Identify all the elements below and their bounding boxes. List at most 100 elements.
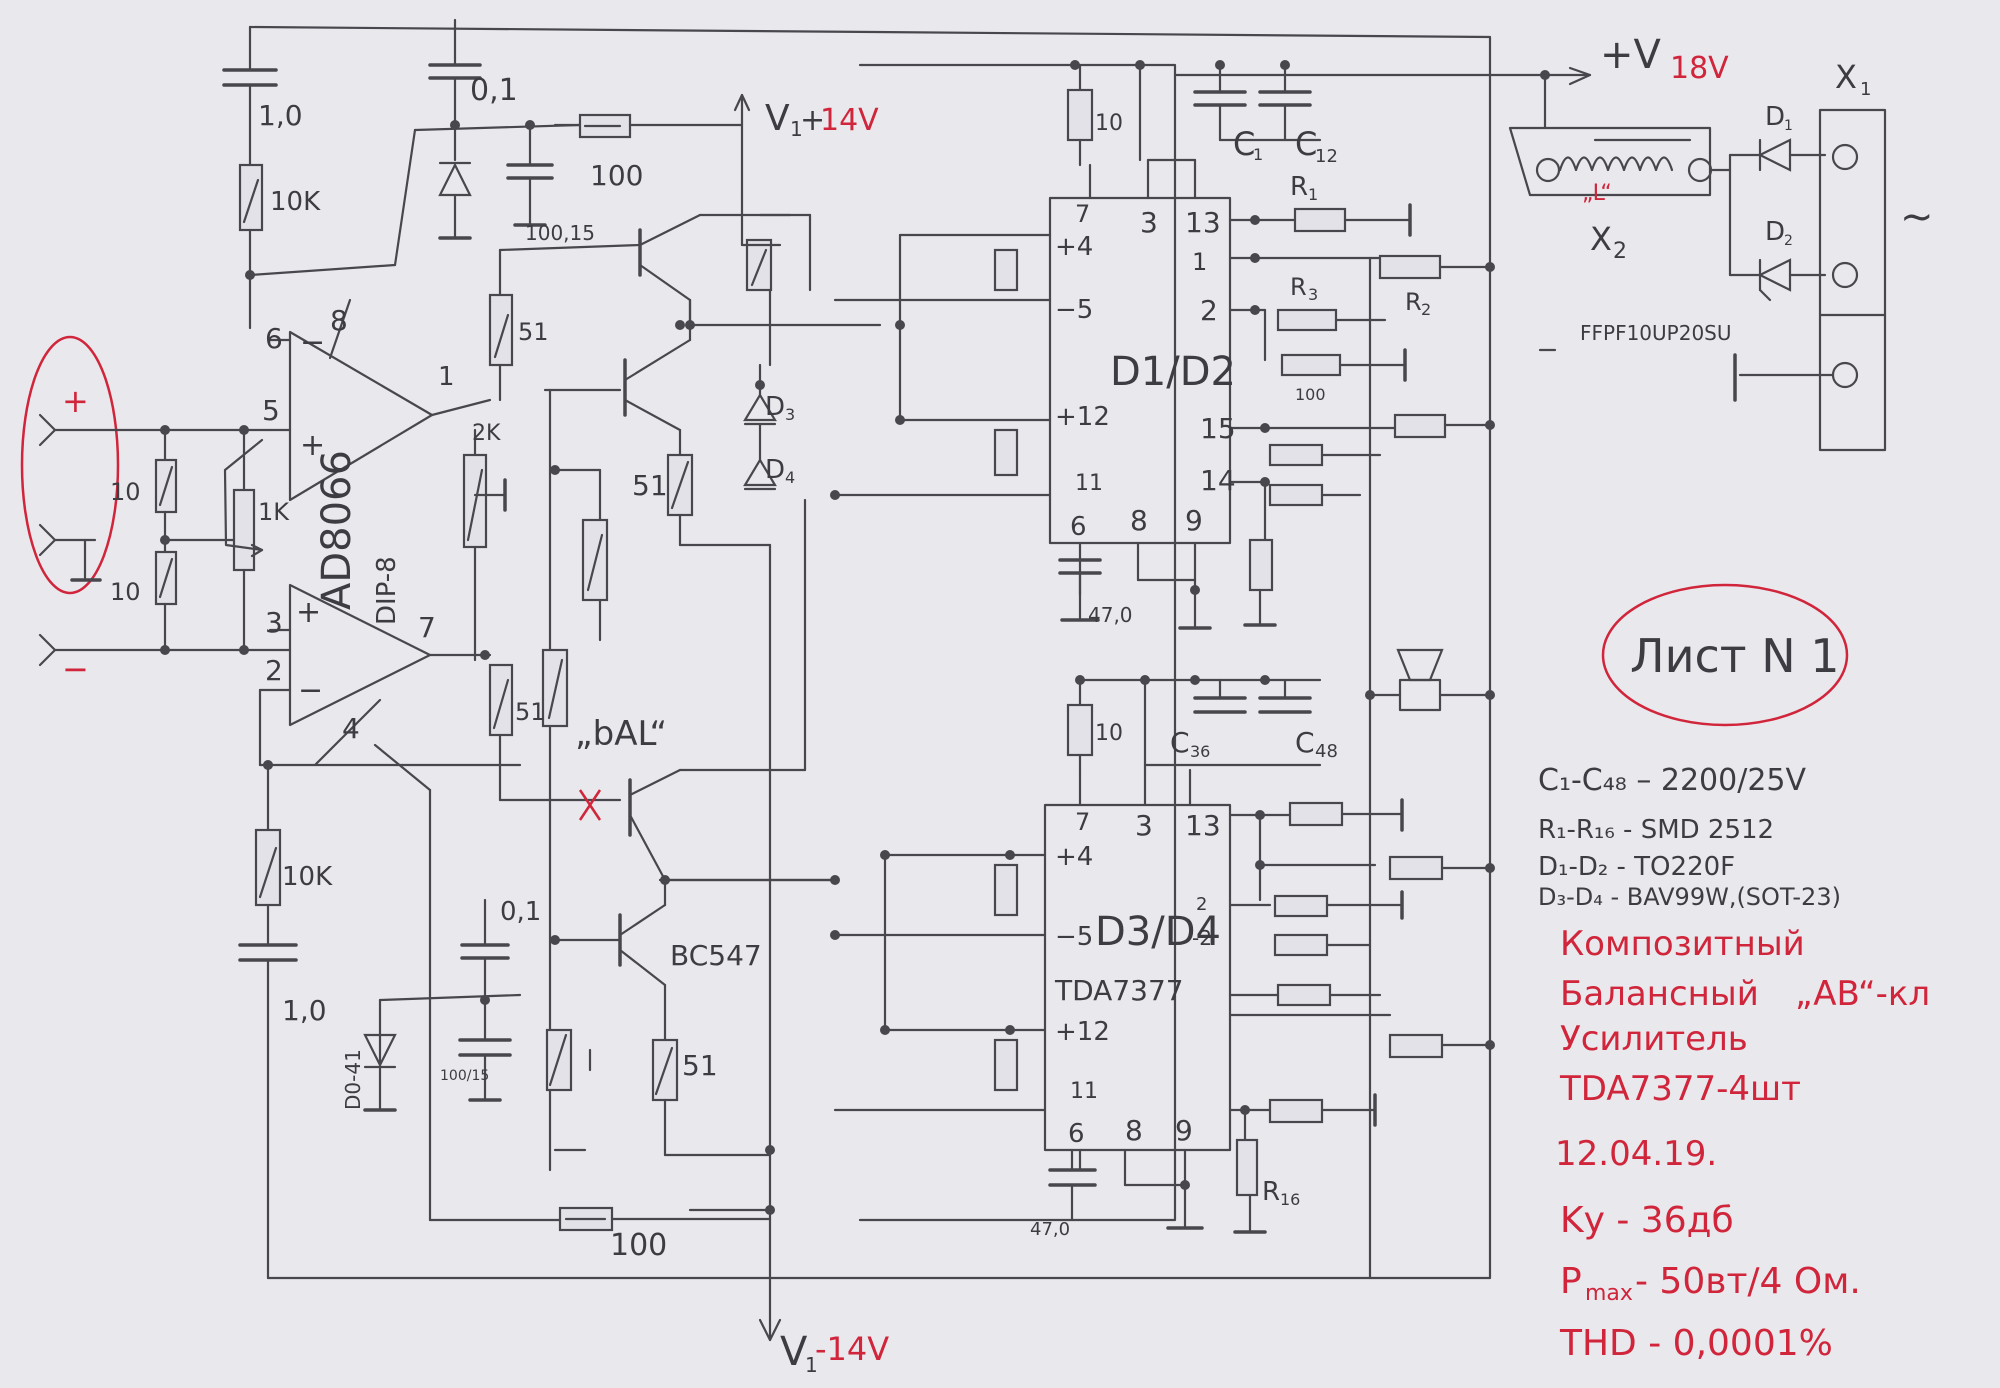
driver-stage <box>462 243 642 1172</box>
label-v1-plus-sign: + <box>800 103 825 138</box>
note-title-line1: Композитный <box>1560 924 1805 964</box>
label-ic1-pin11: 11 <box>1075 471 1103 496</box>
note-title-line2: Балансный <box>1560 974 1759 1014</box>
label-ic2-pin12: +12 <box>1055 1017 1110 1047</box>
label-x1: X <box>1835 58 1857 96</box>
label-ic2-side: 2 <box>1196 894 1207 915</box>
label-c-47-top: 47,0 <box>1088 603 1133 627</box>
label-v1-plus-sub: 1 <box>790 117 803 141</box>
top-zener-network <box>428 18 751 240</box>
notes: Лист N 1 C₁-C₄₈ – 2200/25V R₁-R₁₆ - SMD … <box>1538 629 1930 1364</box>
label-d4-sub: 4 <box>785 468 795 487</box>
label-v1-minus-value: -14V <box>815 1330 889 1368</box>
label-c-47-bot: 47,0 <box>1030 1219 1070 1240</box>
label-part-number: FFPF10UP20SU <box>1580 321 1732 345</box>
label-v1-minus: V <box>780 1329 808 1375</box>
note-title-line3: Усилитель <box>1560 1019 1748 1059</box>
label-c-01-top: 0,1 <box>470 73 518 108</box>
ic-lower-wiring <box>833 678 1322 1222</box>
note-thd: THD - 0,0001% <box>1559 1323 1833 1364</box>
label-c-100-15-bot: 100/15 <box>440 1068 489 1084</box>
label-ic2-pin7: 7 <box>1075 808 1090 836</box>
note-title-ab: „AB“-кл <box>1795 974 1930 1014</box>
label-ic1-pin6: 6 <box>1070 512 1087 542</box>
note-resistors: R₁-R₁₆ - SMD 2512 <box>1538 815 1774 845</box>
label-ic2-pin11: 11 <box>1070 1079 1098 1104</box>
note-diodes-d3-d4: D₃-D₄ - BAV99W,(SOT-23) <box>1538 883 1841 911</box>
label-opamp-upper-minus: − <box>300 325 325 360</box>
label-r-100-top: 100 <box>590 159 643 192</box>
note-diodes-d1-d2: D₁-D₂ - TO220F <box>1538 852 1735 882</box>
sheet-number: Лист N 1 <box>1630 629 1840 683</box>
label-ic1-name: D1/D2 <box>1110 349 1236 395</box>
label-ic1-pin8: 8 <box>1130 504 1148 537</box>
label-r-51-d: 51 <box>682 1049 718 1082</box>
rail-wires <box>248 25 1592 1280</box>
sheet-title-badge <box>1601 583 1849 727</box>
note-gain: Kу - 36дб <box>1560 1200 1734 1241</box>
label-pin7: 7 <box>418 611 436 644</box>
label-d3: D <box>765 392 785 422</box>
label-c12-sub: 12 <box>1315 146 1338 167</box>
note-caps: C₁-C₄₈ – 2200/25V <box>1538 763 1807 798</box>
label-d3-sub: 3 <box>785 405 795 424</box>
label-ic2-side2: -2 <box>1192 926 1212 950</box>
label-pin4: 4 <box>342 712 360 745</box>
label-x2-sub: 2 <box>1613 239 1627 264</box>
label-r-51-c: 51 <box>632 469 668 502</box>
input-resistors <box>154 428 264 652</box>
label-v1-minus-sub: 1 <box>805 1353 818 1377</box>
label-ic2-pin5: −5 <box>1055 922 1093 952</box>
label-ic1-pin2: 2 <box>1200 294 1218 327</box>
label-ic2-pin4: +4 <box>1055 842 1093 872</box>
label-r16-sub: 16 <box>1280 1190 1300 1209</box>
label-ic1-pin5: −5 <box>1055 295 1093 325</box>
label-r-100-ic: 100 <box>1295 385 1326 404</box>
component-labels: 1,0 10K 0,1 100 100,15 V 1 + 14V +V 18V … <box>62 32 1934 1377</box>
label-pin6: 6 <box>265 322 283 355</box>
label-r-51-b: 51 <box>515 698 546 726</box>
label-r1-sub: 1 <box>1308 185 1318 204</box>
label-opamp-lower-minus: − <box>298 673 323 708</box>
label-pin5: 5 <box>262 394 280 427</box>
input-connector <box>20 335 292 667</box>
label-r-10k-top: 10K <box>270 187 321 217</box>
label-input-minus: − <box>62 650 89 688</box>
label-r-10-c: 10 <box>1095 111 1123 136</box>
label-r16: R <box>1262 1177 1280 1207</box>
label-r-51-a: 51 <box>518 318 549 346</box>
ic-lower-body <box>1043 768 1232 1230</box>
label-ic1-pin13: 13 <box>1185 206 1221 239</box>
top-left-network <box>222 68 582 330</box>
label-coil: „L“ <box>1582 181 1612 206</box>
label-c-01-bot: 0,1 <box>500 897 541 927</box>
transistor-q4 <box>618 878 832 1157</box>
label-ic2-pin6: 6 <box>1068 1119 1085 1149</box>
label-pin8: 8 <box>330 304 348 337</box>
note-date: 12.04.19. <box>1555 1134 1717 1174</box>
label-opamp-name: AD8066 <box>314 450 360 610</box>
transistor-q2 <box>623 298 692 432</box>
output-connector-block <box>1508 108 1887 452</box>
speaker-icon <box>1368 648 1492 712</box>
label-ic1-pin15: 15 <box>1200 412 1236 445</box>
label-ic2-pin13: 13 <box>1185 809 1221 842</box>
label-d1: D <box>1765 102 1785 132</box>
ic-upper-wiring <box>833 63 1322 622</box>
driver-column <box>558 193 882 1342</box>
label-x1-sub: 1 <box>1860 79 1871 100</box>
ic-upper-right-network <box>1228 203 1492 1280</box>
label-ic1-pin4: +4 <box>1055 232 1093 262</box>
label-pin2: 2 <box>265 654 283 687</box>
transistor-q3 <box>628 568 807 882</box>
bottom-left-network <box>238 763 298 1280</box>
label-x2: X <box>1590 220 1612 258</box>
label-input-plus: + <box>62 382 89 420</box>
label-ic1-pin7: 7 <box>1075 200 1090 228</box>
bottom-zener-network <box>363 898 522 1112</box>
opamp-wiring <box>258 688 562 1222</box>
note-title-line4: TDA7377-4шт <box>1559 1069 1801 1109</box>
label-r3: R <box>1290 273 1307 301</box>
label-opamp-upper-plus: + <box>300 428 325 463</box>
label-ic1-pin14: 14 <box>1200 464 1236 497</box>
